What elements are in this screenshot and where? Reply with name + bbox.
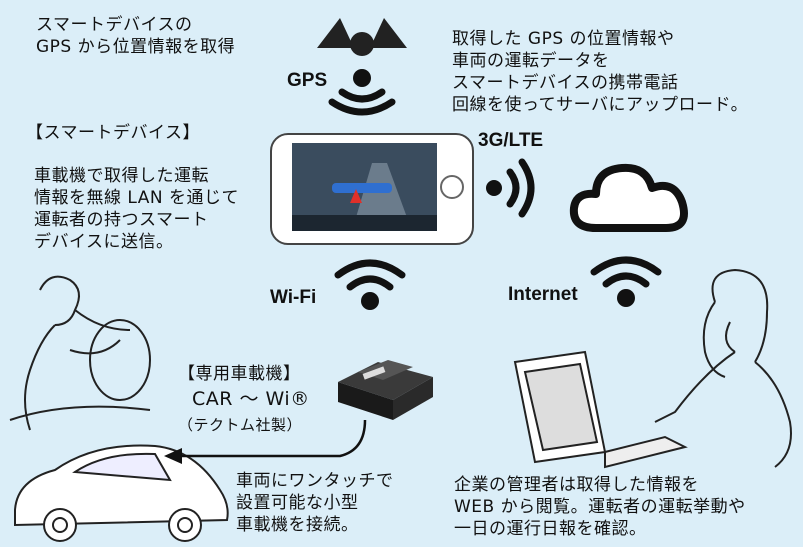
driver-illustration bbox=[9, 275, 151, 431]
gps-description: スマートデバイスの GPS から位置情報を取得 bbox=[36, 15, 236, 57]
obd-device-illustration bbox=[338, 360, 433, 420]
internet-label: Internet bbox=[508, 284, 578, 305]
connect-description: 車両にワンタッチで 設置可能な小型 車載機を接続。 bbox=[236, 471, 394, 535]
lte-signal-icon bbox=[486, 158, 535, 218]
device-name: CAR 〜 Wi® bbox=[192, 388, 310, 410]
map-graphic bbox=[292, 143, 437, 231]
lte-label: 3G/LTE bbox=[478, 130, 544, 151]
device-maker: （テクトム社製） bbox=[178, 416, 303, 434]
home-button bbox=[440, 175, 464, 199]
wifi-label: Wi-Fi bbox=[270, 287, 317, 308]
navigation-screen bbox=[292, 143, 437, 231]
cloud-icon bbox=[569, 163, 688, 232]
upload-description: 取得した GPS の位置情報や 車両の運転データを スマートデバイスの携帯電話 … bbox=[452, 29, 749, 115]
car-illustration bbox=[14, 444, 229, 542]
device-title: 【専用車載機】 bbox=[178, 364, 301, 384]
internet-signal-icon bbox=[590, 256, 662, 307]
connection-arrow bbox=[164, 419, 367, 464]
manager-illustration bbox=[513, 268, 792, 469]
satellite-icon bbox=[317, 18, 407, 56]
smart-device-description: 車載機で取得した運転 情報を無線 LAN を通じて 運転者の持つスマート デバイ… bbox=[34, 166, 240, 252]
gps-signal-icon bbox=[328, 69, 396, 116]
gps-label: GPS bbox=[287, 70, 328, 91]
smartphone-illustration bbox=[270, 133, 474, 245]
manager-description: 企業の管理者は取得した情報を WEB から閲覧。運転者の運転挙動や 一日の運行日… bbox=[454, 475, 746, 539]
wifi-signal-icon bbox=[334, 259, 406, 310]
smart-device-title: 【スマートデバイス】 bbox=[26, 123, 200, 143]
